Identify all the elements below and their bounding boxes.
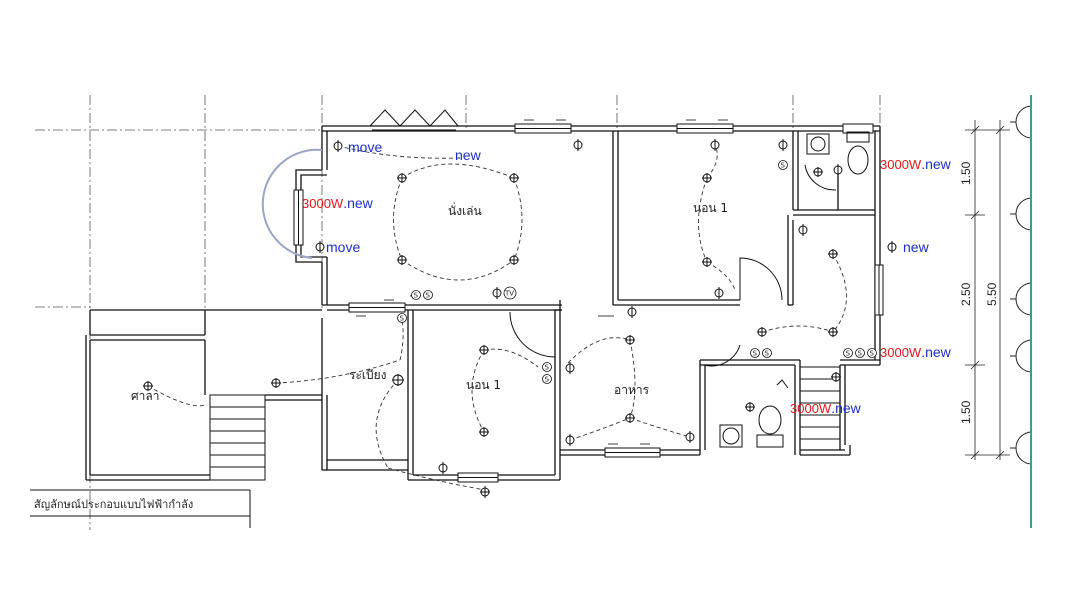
annotation-new-top: new xyxy=(455,147,482,163)
heater-tag: .new xyxy=(921,344,951,360)
switch-label: S xyxy=(765,350,770,358)
dimension-upper: 1.50 xyxy=(959,161,973,185)
dimension-middle: 2.50 xyxy=(959,282,973,306)
annotation-heater-bath-top: 3000W.new xyxy=(880,156,952,172)
switch-label: S xyxy=(870,350,875,358)
switch-label: S xyxy=(426,292,431,300)
switch-symbols xyxy=(397,160,877,384)
heater-tag: .new xyxy=(921,156,951,172)
switch-label: S xyxy=(414,292,419,300)
heater-tag: .new xyxy=(343,195,373,211)
heater-power: 3000W xyxy=(880,157,922,172)
switch-label: S xyxy=(545,376,550,384)
switch-symbol-labels: S S S S S S S S S S S TV xyxy=(400,162,875,384)
annotation-heater-right: 3000W.new xyxy=(880,344,952,360)
switch-label: S xyxy=(753,350,758,358)
switch-label: S xyxy=(858,350,863,358)
room-label-pavilion: ศาลา xyxy=(131,389,159,403)
outlet-symbols xyxy=(315,139,897,498)
annotation-heater-living: 3000W.new xyxy=(302,195,374,211)
legend-title: สัญลักษณ์ประกอบแบบไฟฟ้ากำลัง xyxy=(34,498,193,511)
switch-label: S xyxy=(545,364,550,372)
door-swings xyxy=(509,164,837,367)
door-arc-living xyxy=(261,148,323,259)
dimension-lines xyxy=(965,120,1010,460)
switch-label: S xyxy=(846,350,851,358)
switch-label: S xyxy=(400,315,405,323)
room-label-dining: อาหาร xyxy=(614,383,650,397)
windows xyxy=(293,123,884,483)
grid-bubbles xyxy=(1010,105,1033,465)
annotation-move-bottom: move xyxy=(326,239,360,255)
heater-power: 3000W xyxy=(302,196,344,211)
fixtures xyxy=(719,131,870,448)
folding-door xyxy=(369,109,459,131)
heater-power: 3000W xyxy=(790,401,832,416)
annotation-new-right: new xyxy=(903,239,930,255)
dimension-lower: 1.50 xyxy=(959,400,973,424)
annotation-heater-bath-bottom: 3000W.new xyxy=(790,400,862,416)
room-label-bedroom-upper: นอน 1 xyxy=(693,201,728,215)
legend-box xyxy=(30,489,251,528)
room-label-veranda: ระเบียง xyxy=(349,368,387,382)
dimension-total: 5.50 xyxy=(985,282,999,306)
room-label-bedroom-lower: นอน 1 xyxy=(466,378,501,392)
heater-tag: .new xyxy=(831,400,861,416)
light-fixtures xyxy=(143,167,841,437)
heater-power: 3000W xyxy=(880,345,922,360)
annotation-move-top: move xyxy=(348,139,382,155)
wall-ticks xyxy=(356,119,728,445)
room-label-living: นั่งเล่น xyxy=(448,202,482,218)
stairs-left xyxy=(209,394,266,481)
tv-outlet-label: TV xyxy=(504,290,514,298)
switch-label: S xyxy=(781,162,786,170)
